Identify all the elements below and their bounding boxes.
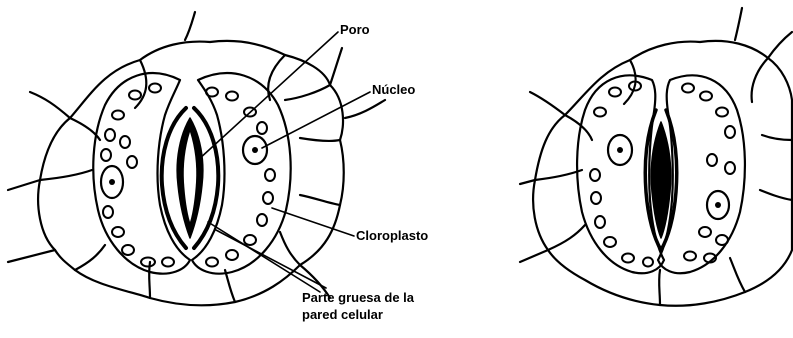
leader-thick-wall-a: [208, 222, 320, 292]
label-nucleus: Núcleo: [372, 82, 415, 98]
open-stoma: [8, 12, 385, 305]
nucleus-right-b: [707, 191, 729, 219]
label-pore: Poro: [340, 22, 370, 38]
label-thick-cell-wall-line2: pared celular: [302, 306, 414, 323]
nucleus-right-a: [243, 136, 267, 164]
closed-stoma: [520, 8, 792, 306]
nucleus-left-a: [101, 166, 123, 198]
leader-chloroplast: [272, 208, 354, 236]
label-thick-cell-wall-line1: Parte gruesa de la: [302, 289, 414, 306]
pore-closed-b: [651, 122, 670, 238]
nucleus-left-b: [608, 135, 632, 165]
guard-cell-left-a: [93, 73, 190, 274]
label-chloroplast: Cloroplasto: [356, 228, 428, 244]
label-thick-cell-wall: Parte gruesa de la pared celular: [302, 289, 414, 323]
